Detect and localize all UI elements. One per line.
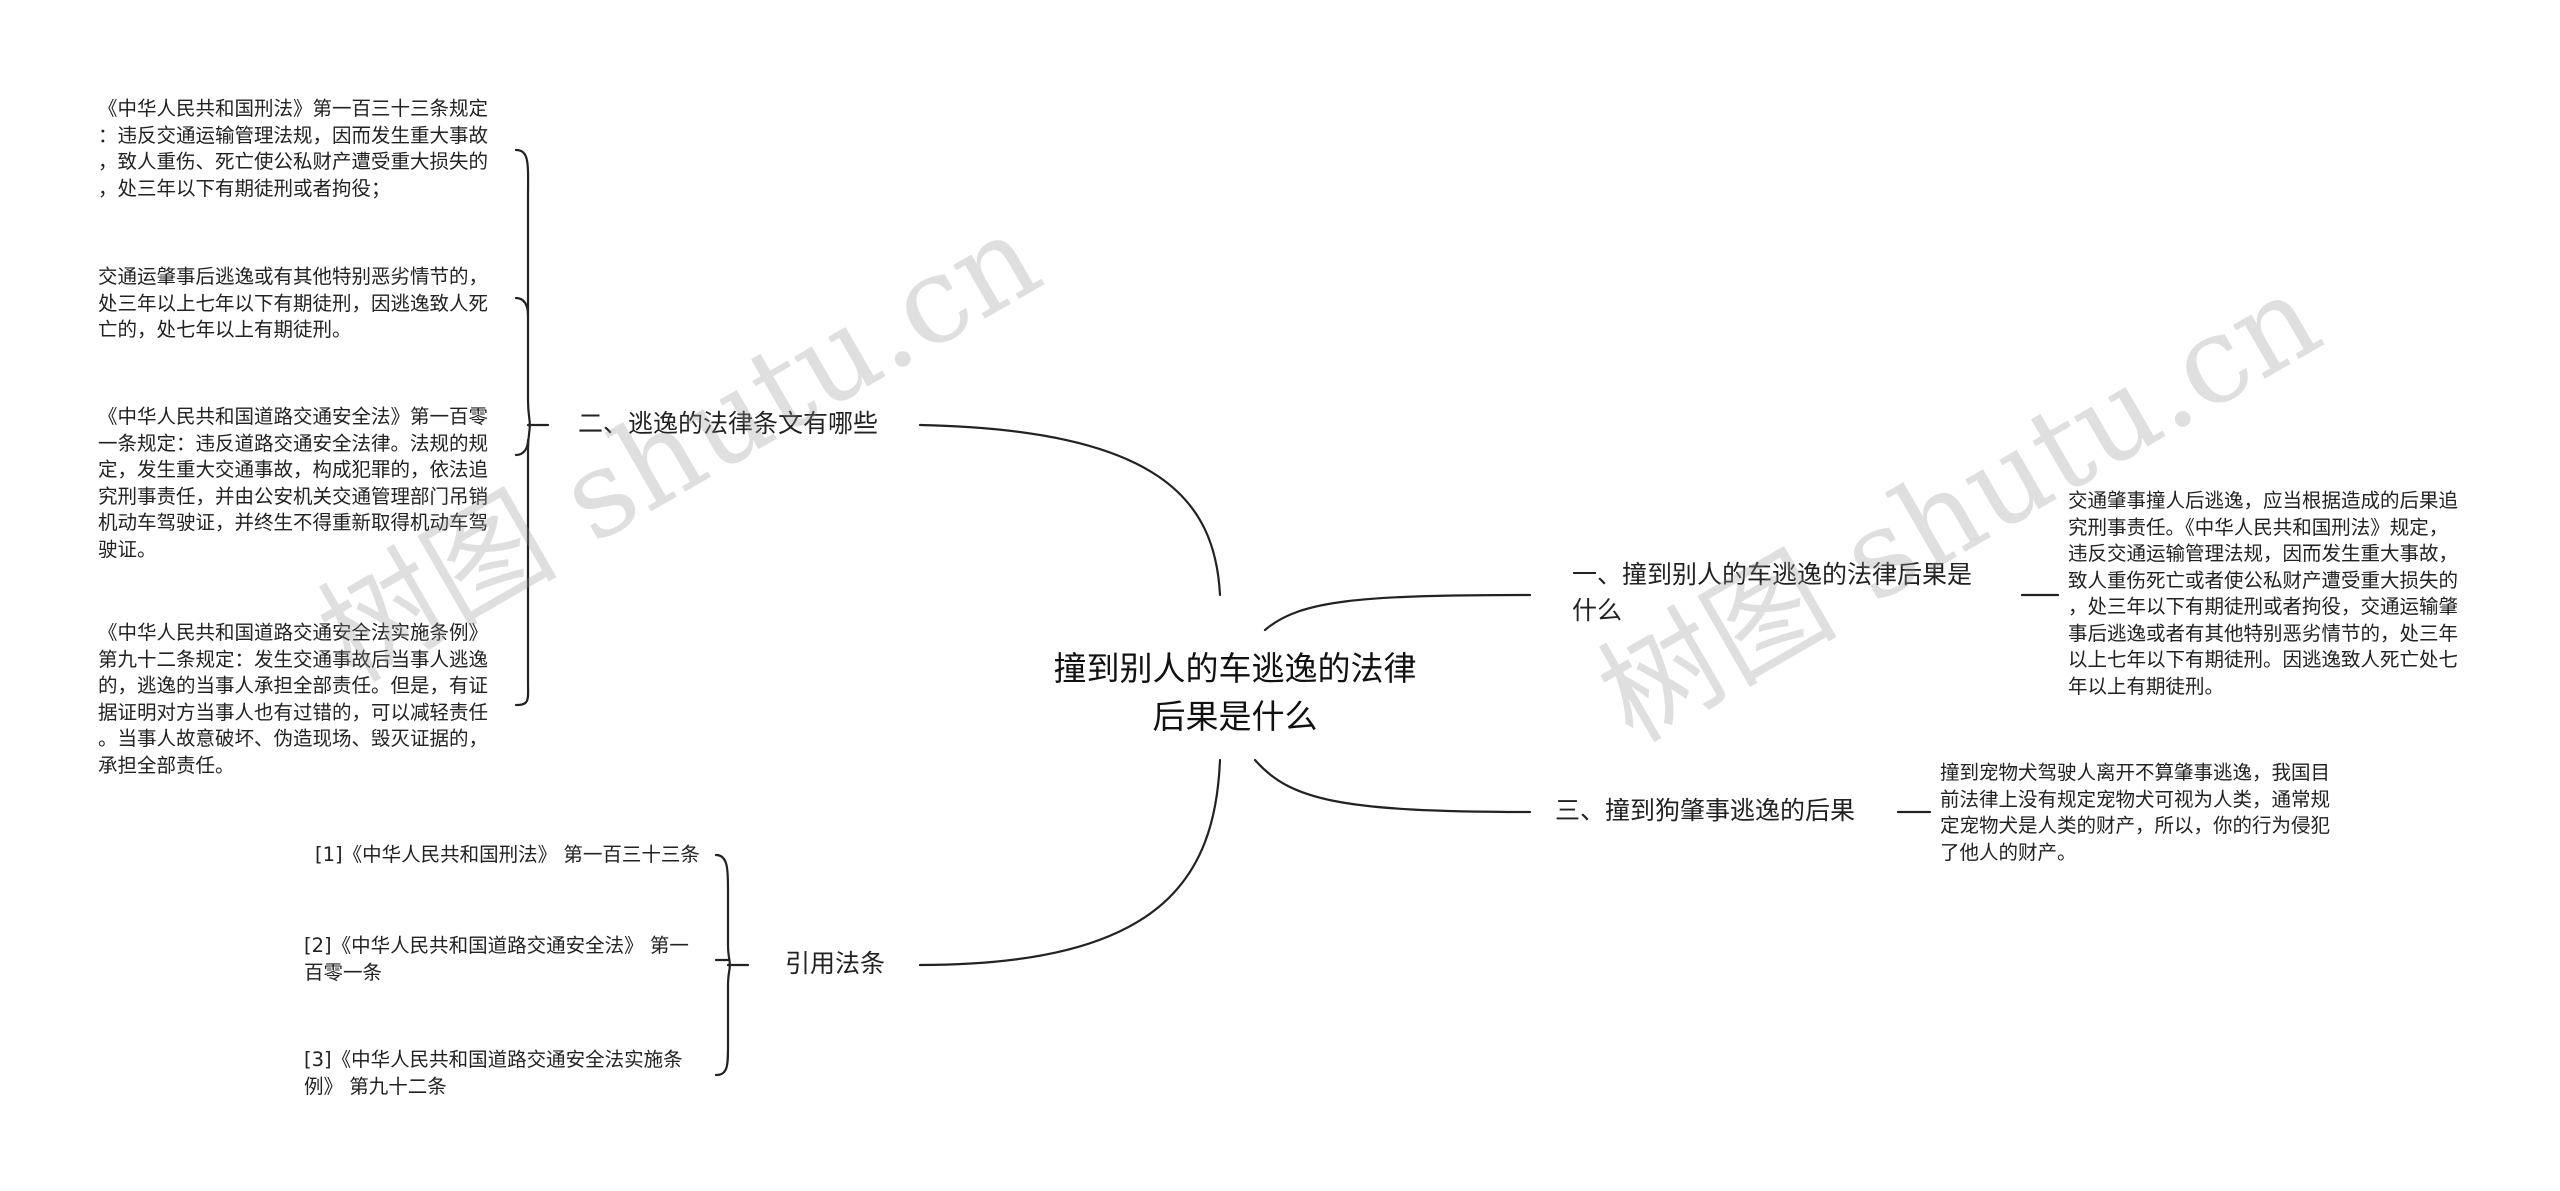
leaf-line: 年以上有期徒刑。 bbox=[2068, 674, 2225, 698]
leaf-line: [1]《中华人民共和国刑法》 第一百三十三条 bbox=[315, 843, 700, 866]
link-central-law bbox=[918, 423, 1222, 597]
leaf-line: 定宠物犬是人类的财产，所以，你的行为侵犯 bbox=[1940, 814, 2331, 837]
leaf-line: 例》 第九十二条 bbox=[304, 1074, 447, 1098]
leaf-line: 交通肇事撞人后逃逸，应当根据造成的后果追 bbox=[2068, 489, 2459, 512]
leaf-line: 事后逃逸或者有其他特别恶劣情节的，处三年 bbox=[2068, 621, 2459, 645]
leaf-line: 违反交通运输管理法规，因而发生重大事故， bbox=[2068, 542, 2459, 565]
leaf-line: [3]《中华人民共和国道路交通安全法实施条 bbox=[304, 1048, 683, 1071]
leaf-line: 。当事人故意破坏、伪造现场、毁灭证据的， bbox=[98, 727, 489, 750]
bracket-law-tick-3 bbox=[514, 438, 530, 457]
leaf-line: 处三年以上七年以下有期徒刑，因逃逸致人死 bbox=[98, 291, 489, 315]
leaf-line: 驶证。 bbox=[98, 537, 157, 561]
leaf-criminal-law-133[interactable]: 《中华人民共和国刑法》第一百三十三条规定 ：违反交通运输管理法规，因而发生重大事… bbox=[98, 96, 518, 202]
branch-hit-and-run-consequence[interactable]: 一、撞到别人的车逃逸的法律后果是什么 bbox=[1572, 560, 1973, 625]
bracket-law-tick-2 bbox=[514, 296, 530, 317]
leaf-line: 一条规定：违反道路交通安全法律。法规的规 bbox=[98, 431, 489, 455]
branch-law-articles[interactable]: 二、逃逸的法律条文有哪些 bbox=[578, 409, 879, 438]
leaf-line: ，致人重伤、死亡使公私财产遭受重大损失的 bbox=[98, 150, 489, 173]
bracket-citation bbox=[714, 853, 731, 1077]
leaf-line: [2]《中华人民共和国道路交通安全法》 第一 bbox=[304, 934, 689, 957]
leaf-line: 了他人的财产。 bbox=[1940, 840, 2077, 864]
leaf-dog-property[interactable]: 撞到宠物犬驾驶人离开不算肇事逃逸，我国目 前法律上没有规定宠物犬可视为人类，通常… bbox=[1940, 760, 2360, 866]
leaf-line: 承担全部责任。 bbox=[98, 753, 235, 777]
leaf-line: 《中华人民共和国道路交通安全法实施条例》 bbox=[98, 621, 489, 644]
leaf-line: 交通运肇事后逃逸或有其他特别恶劣情节的， bbox=[98, 265, 489, 288]
leaf-line: 据证明对方当事人也有过错的，可以减轻责任 bbox=[98, 700, 489, 724]
leaf-line: 前法律上没有规定宠物犬可视为人类，通常规 bbox=[1940, 787, 2331, 811]
link-central-dog bbox=[1253, 758, 1532, 814]
citation-3[interactable]: [3]《中华人民共和国道路交通安全法实施条 例》 第九十二条 bbox=[304, 1047, 714, 1100]
leaf-line: ，处三年以下有期徒刑或者拘役； bbox=[98, 176, 391, 200]
leaf-line: 以上七年以下有期徒刑。因逃逸致人死亡处七 bbox=[2068, 648, 2459, 671]
leaf-line: 《中华人民共和国刑法》第一百三十三条规定 bbox=[98, 97, 489, 120]
leaf-line: 究刑事责任，并由公安机关交通管理部门吊销 bbox=[98, 484, 489, 508]
link-central-citation bbox=[918, 758, 1222, 967]
leaf-line: 机动车驾驶证，并终生不得重新取得机动车驾 bbox=[98, 511, 489, 534]
leaf-line: 的，逃逸的当事人承担全部责任。但是，有证 bbox=[98, 674, 489, 697]
leaf-line: 《中华人民共和国道路交通安全法》第一百零 bbox=[98, 405, 489, 428]
leaf-line: ，处三年以下有期徒刑或者拘役，交通运输肇 bbox=[2068, 595, 2459, 618]
central-topic-line-1: 撞到别人的车逃逸的法律 bbox=[1053, 649, 1417, 688]
leaf-escape-sentencing[interactable]: 交通运肇事后逃逸或有其他特别恶劣情节的， 处三年以上七年以下有期徒刑，因逃逸致人… bbox=[98, 264, 518, 344]
citation-2[interactable]: [2]《中华人民共和国道路交通安全法》 第一 百零一条 bbox=[304, 933, 714, 986]
central-topic-line-2: 后果是什么 bbox=[1152, 697, 1318, 736]
leaf-road-traffic-law-101[interactable]: 《中华人民共和国道路交通安全法》第一百零 一条规定：违反道路交通安全法律。法规的… bbox=[98, 404, 518, 563]
central-topic[interactable]: 撞到别人的车逃逸的法律 后果是什么 bbox=[1000, 645, 1470, 741]
link-central-consequence bbox=[1263, 593, 1532, 632]
leaf-implementing-regulations-92[interactable]: 《中华人民共和国道路交通安全法实施条例》 第九十二条规定：发生交通事故后当事人逃… bbox=[98, 620, 518, 779]
leaf-line: 致人重伤死亡或者使公私财产遭受重大损失的 bbox=[2068, 568, 2459, 592]
bracket-law bbox=[514, 148, 531, 707]
leaf-hit-and-run-liability[interactable]: 交通肇事撞人后逃逸，应当根据造成的后果追 究刑事责任。《中华人民共和国刑法》规定… bbox=[2068, 488, 2508, 700]
leaf-line: 究刑事责任。《中华人民共和国刑法》规定， bbox=[2068, 515, 2449, 539]
leaf-line: 百零一条 bbox=[304, 960, 383, 984]
leaf-line: 撞到宠物犬驾驶人离开不算肇事逃逸，我国目 bbox=[1940, 761, 2331, 784]
leaf-line: 第九十二条规定：发生交通事故后当事人逃逸 bbox=[98, 647, 489, 671]
leaf-line: 亡的，处七年以上有期徒刑。 bbox=[98, 318, 352, 341]
citation-1[interactable]: [1]《中华人民共和国刑法》 第一百三十三条 bbox=[315, 842, 715, 869]
branch-cited-articles[interactable]: 引用法条 bbox=[785, 949, 886, 978]
branch-dog-hit-and-run[interactable]: 三、撞到狗肇事逃逸的后果 bbox=[1555, 796, 1856, 825]
leaf-line: ：违反交通运输管理法规，因而发生重大事故 bbox=[98, 123, 489, 147]
leaf-line: 定，发生重大交通事故，构成犯罪的，依法追 bbox=[98, 458, 489, 481]
